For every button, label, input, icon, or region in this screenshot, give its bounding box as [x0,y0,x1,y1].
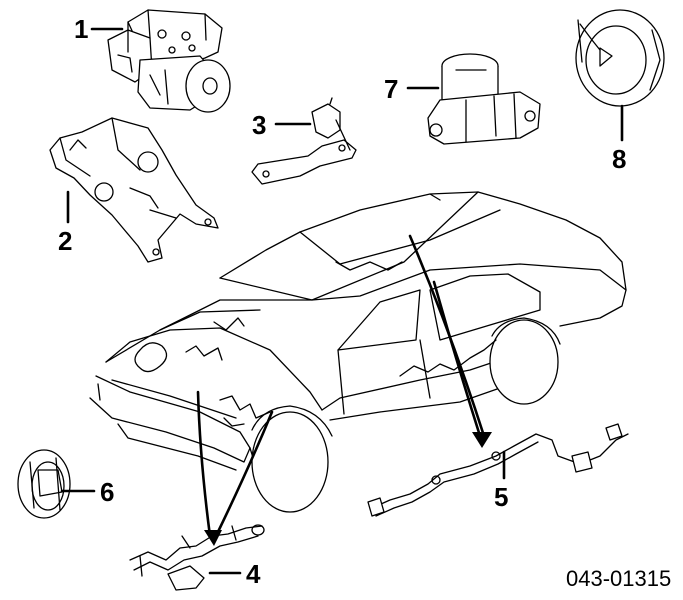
sensor-bracket [251,97,357,185]
abs-bracket [49,117,219,263]
callout-5: 5 [494,482,508,512]
car-body [89,191,627,513]
callout-7: 7 [384,74,398,104]
callout-4: 4 [246,559,261,589]
callout-8: 8 [612,144,626,174]
pointer-arrows [196,234,492,546]
rear-wheel-speed-sensor [367,423,629,517]
sensor-rotor-ring [17,449,71,519]
drawing-code: 043-01315 [566,566,671,591]
callout-1: 1 [74,14,88,44]
callout-2: 2 [58,226,72,256]
callout-3: 3 [252,110,266,140]
callout-6: 6 [100,477,114,507]
abs-actuator-unit [107,9,231,113]
brake-booster [575,9,665,107]
master-cylinder [427,53,541,145]
front-wheel-speed-sensor [129,524,265,591]
